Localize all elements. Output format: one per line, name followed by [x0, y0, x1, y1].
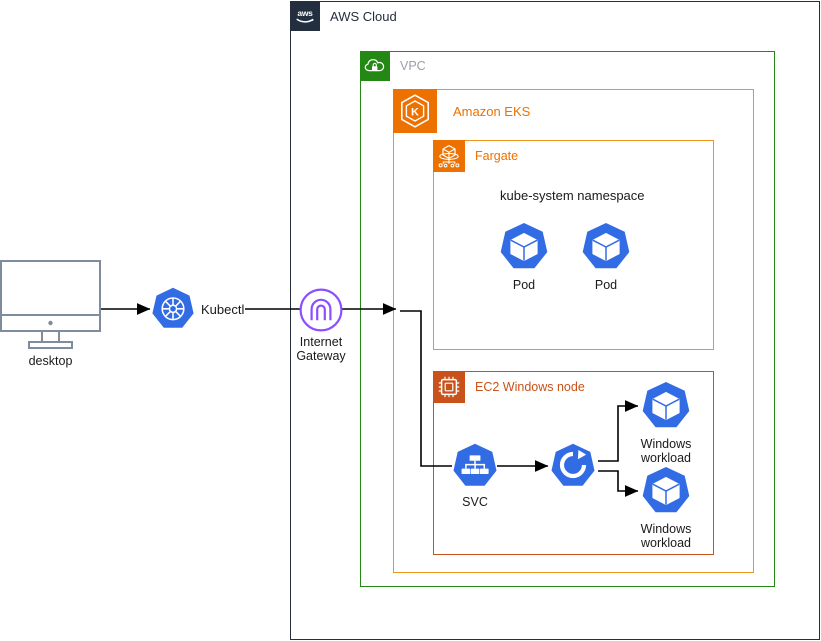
kubernetes-helm-icon	[152, 287, 194, 328]
fargate-boundary	[433, 140, 714, 350]
windows-workload-2-label: Windows workload	[640, 522, 692, 551]
fargate-header: Fargate	[433, 140, 518, 172]
vpc-header: VPC	[360, 51, 426, 81]
vpc-label: VPC	[400, 58, 426, 73]
pod-1-label: Pod	[512, 278, 536, 292]
kubectl-node	[150, 286, 196, 332]
internet-gateway-icon	[299, 288, 343, 332]
vpc-cloud-lock-icon	[360, 51, 390, 81]
kubernetes-pod-icon	[500, 223, 548, 269]
ec2-windows-node-label: EC2 Windows node	[475, 379, 585, 394]
amazon-ec2-icon	[433, 371, 465, 403]
pod-2-node: Pod	[580, 221, 632, 292]
aws-cloud-header: aws AWS Cloud	[290, 1, 397, 31]
internet-gateway-label: Internet Gateway	[296, 335, 346, 364]
svg-text:aws: aws	[297, 8, 313, 18]
amazon-eks-label: Amazon EKS	[453, 103, 531, 119]
fargate-label: Fargate	[475, 148, 519, 163]
windows-workload-1-node: Windows workload	[640, 380, 692, 466]
internet-gateway-node: Internet Gateway	[296, 288, 346, 364]
wire-eks-to-svc	[400, 310, 452, 467]
vpc-boundary	[360, 51, 775, 587]
wire-deployment-to-workload-1	[598, 400, 639, 462]
kube-system-namespace-label: kube-system namespace	[500, 188, 645, 203]
svc-node: SVC	[451, 442, 499, 509]
kubernetes-service-icon	[453, 443, 497, 486]
aws-cloud-boundary	[290, 1, 820, 640]
aws-fargate-icon	[433, 140, 465, 172]
desktop-monitor-icon	[0, 260, 101, 349]
amazon-eks-icon: K	[393, 89, 437, 133]
amazon-eks-header: K Amazon EKS	[393, 89, 530, 133]
svc-label: SVC	[462, 495, 488, 509]
deployment-node	[549, 442, 597, 490]
ec2-windows-node-header: EC2 Windows node	[433, 371, 585, 403]
aws-cloud-label: AWS Cloud	[330, 8, 397, 24]
kubernetes-deployment-icon	[551, 443, 595, 486]
windows-workload-1-label: Windows workload	[640, 437, 692, 466]
ec2-windows-node-boundary	[433, 371, 714, 555]
amazon-eks-boundary	[393, 89, 754, 573]
svg-text:K: K	[411, 106, 419, 118]
pod-1-node: Pod	[498, 221, 550, 292]
kubernetes-pod-icon	[642, 382, 690, 428]
kubectl-label: Kubectl	[201, 302, 245, 317]
kubernetes-pod-icon	[642, 467, 690, 513]
wire-deployment-to-workload-2	[598, 470, 639, 497]
pod-2-label: Pod	[594, 278, 618, 292]
desktop-label: desktop	[28, 354, 73, 368]
desktop-node: desktop	[0, 260, 101, 368]
aws-logo-icon: aws	[290, 1, 320, 31]
kubernetes-pod-icon	[582, 223, 630, 269]
windows-workload-2-node: Windows workload	[640, 465, 692, 551]
